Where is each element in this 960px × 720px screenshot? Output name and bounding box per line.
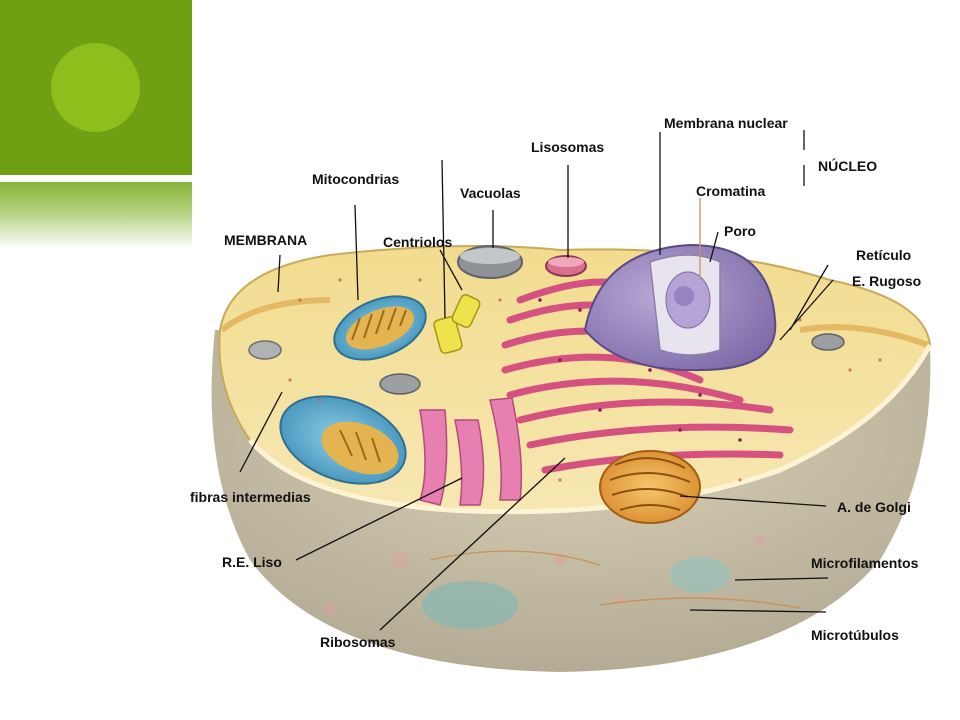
label-centriolos: Centriolos: [383, 234, 452, 250]
label-microtubulos: Microtúbulos: [811, 627, 899, 643]
label-re-liso: R.E. Liso: [222, 554, 282, 570]
vesicle-left: [379, 373, 421, 395]
label-poro: Poro: [724, 223, 756, 239]
label-mitocondrias: Mitocondrias: [312, 171, 399, 187]
label-microfilamentos: Microfilamentos: [811, 555, 919, 571]
mitochondrion-upper: [333, 295, 427, 361]
green-circle-ornament: [51, 43, 140, 132]
microfilament-fiber: [429, 550, 601, 566]
mitochondrion-lower: [279, 395, 407, 485]
microtubule-fiber: [599, 597, 801, 609]
label-cromatina: Cromatina: [696, 183, 765, 199]
lower-mitochondrion: [422, 581, 518, 629]
nucleus: [583, 243, 777, 372]
label-reticulo-rugoso: E. Rugoso: [852, 273, 921, 289]
label-nucleo: NÚCLEO: [818, 157, 877, 174]
label-ribosomas: Ribosomas: [320, 634, 396, 650]
label-reticulo: Retículo: [856, 247, 911, 263]
label-membrana: MEMBRANA: [224, 232, 307, 248]
label-golgi: A. de Golgi: [837, 499, 911, 515]
leader-lines: [239, 130, 834, 631]
label-vacuolas: Vacuolas: [460, 185, 521, 201]
golgi-apparatus: [599, 450, 701, 524]
plasma-membrane-edge: [220, 297, 930, 348]
label-fibras-intermedias: fibras intermedias: [190, 489, 311, 505]
centrioles: [433, 294, 481, 354]
vesicle-right: [811, 333, 845, 351]
green-gradient-band: [0, 182, 192, 248]
label-membrana-nuclear: Membrana nuclear: [664, 115, 788, 131]
label-lisosomas: Lisosomas: [531, 139, 604, 155]
lower-mitochondrion-2: [670, 557, 730, 593]
smooth-er: [419, 397, 523, 506]
